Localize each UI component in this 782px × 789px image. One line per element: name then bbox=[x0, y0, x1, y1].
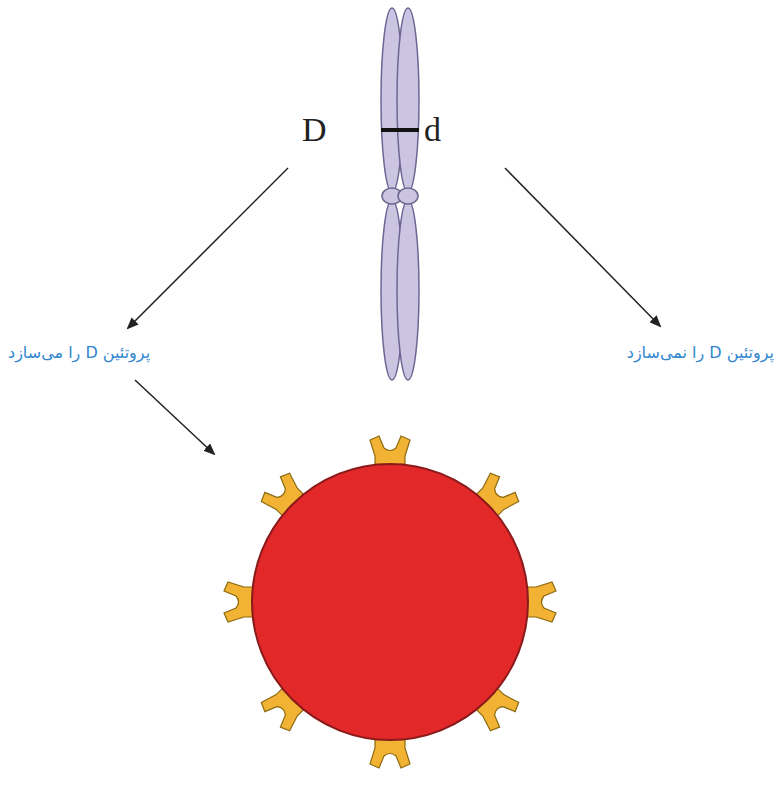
protein-note: پروتئین D را نمی‌سازد bbox=[627, 343, 774, 362]
arrows bbox=[128, 168, 660, 454]
allele-label: D bbox=[302, 113, 327, 147]
gene-band bbox=[381, 128, 419, 132]
receptor-proteins bbox=[224, 436, 556, 768]
protein-note: پروتئین D را می‌سازد bbox=[8, 343, 150, 362]
allele-label: d bbox=[424, 113, 441, 147]
chromosome-pair bbox=[381, 8, 419, 380]
red-blood-cell bbox=[252, 464, 528, 740]
